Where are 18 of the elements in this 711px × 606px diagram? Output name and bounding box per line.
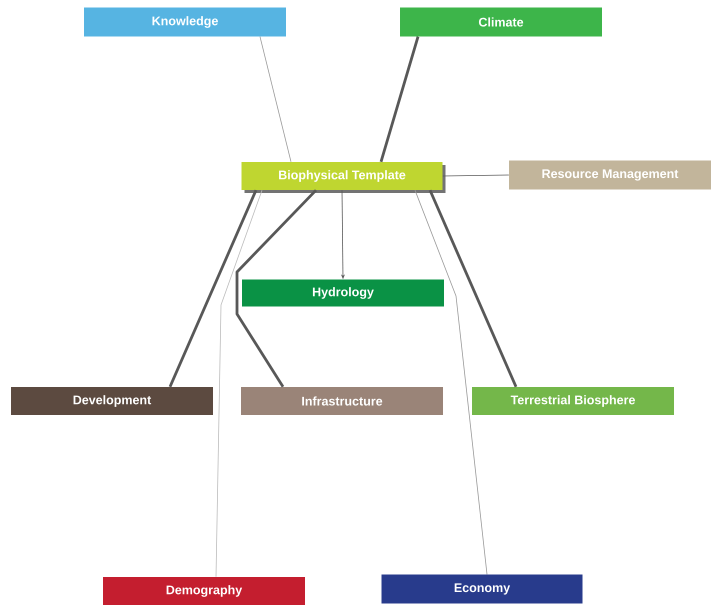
- connector-line: [414, 190, 488, 575]
- label-box: Infrastructure: [241, 387, 443, 415]
- connector-line: [216, 190, 262, 578]
- label-box: Terrestrial Biosphere: [472, 387, 674, 415]
- connector-line: [168, 190, 258, 388]
- label-box: Climate: [400, 8, 602, 36]
- connector-line: [260, 36, 292, 162]
- connector-line: [236, 189, 318, 388]
- connector-line: [380, 36, 420, 162]
- label-box: Economy: [382, 574, 582, 604]
- label-box: Hydrology: [242, 280, 444, 306]
- label-box: Resource Management: [509, 160, 711, 190]
- label-box: Development: [11, 387, 213, 415]
- label-box: Knowledge: [84, 8, 286, 36]
- label-box: Biophysical Template: [242, 162, 446, 193]
- connector-line: [442, 174, 510, 176]
- label-box: Demography: [103, 577, 305, 605]
- connector-line: [428, 190, 518, 388]
